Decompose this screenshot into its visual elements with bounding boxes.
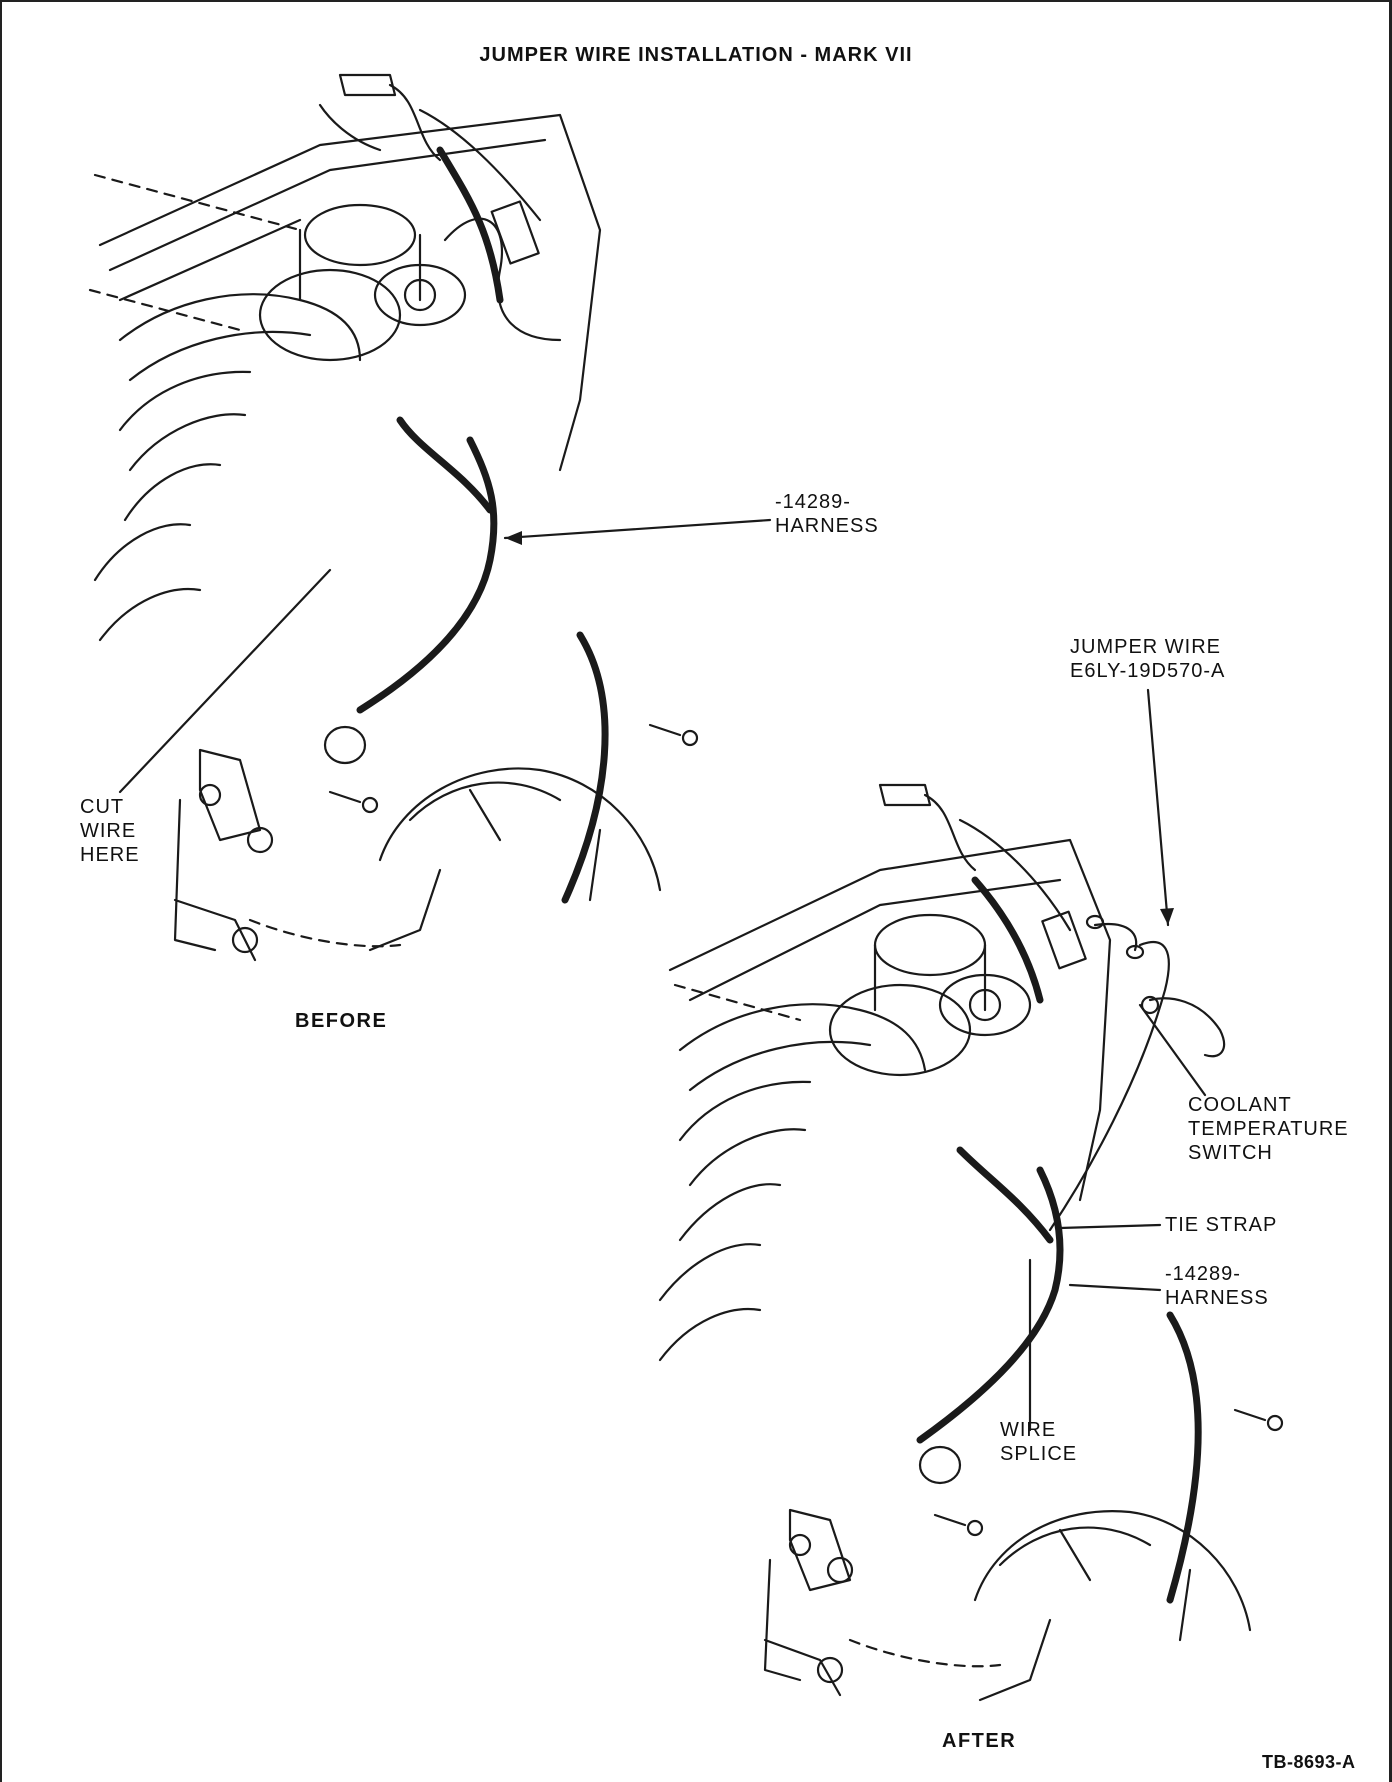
before-engine-drawing [88,73,772,962]
label-wire-splice: WIRE SPLICE [1000,1419,1078,1465]
figure-id: TB-8693-A [1262,1752,1356,1772]
label-tie-strap: TIE STRAP [1165,1214,1278,1236]
page-border-left [0,0,2,1782]
diagram-title: JUMPER WIRE INSTALLATION - MARK VII [479,44,913,66]
label-harness-after: -14289- HARNESS [1165,1263,1269,1309]
label-harness-before: -14289- HARNESS [775,491,879,537]
page-border-right [1389,0,1392,1782]
after-engine-drawing [658,688,1284,1702]
caption-after: AFTER [942,1730,1017,1752]
page-border-top [0,0,1392,2]
caption-before: BEFORE [295,1010,388,1032]
label-cut-wire-here: CUT WIRE HERE [80,796,140,866]
label-coolant-temperature-switch: COOLANT TEMPERATURE SWITCH [1188,1094,1349,1164]
label-jumper-wire: JUMPER WIRE E6LY-19D570-A [1070,636,1226,682]
